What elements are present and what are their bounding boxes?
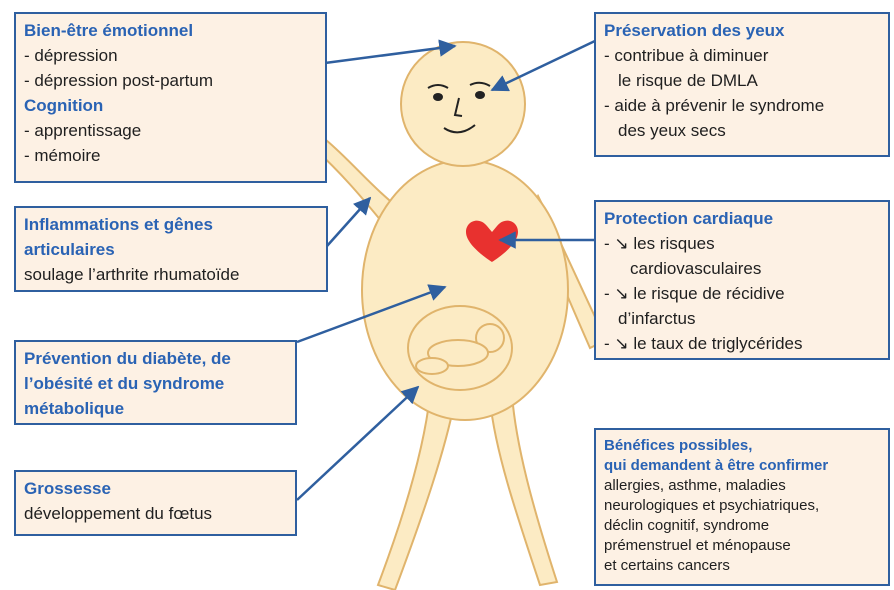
pregnancy-text: développement du fœtus [24,504,213,523]
diabetes-title: métabolique [24,399,125,418]
arrow-eyes [490,38,598,92]
possible-line: et certains cancers [604,557,730,574]
womb [407,305,513,391]
head [400,41,526,167]
cardiac-line: d’infarctus [618,309,696,328]
diabetes-box: Prévention du diabète, de l’obésité et d… [14,340,297,425]
cardiac-line: - ↘ le taux de triglycérides [604,334,803,353]
right-leg [488,393,559,587]
cardiac-line: - ↘ les risques [604,234,715,253]
eyes-line: le risque de DMLA [618,71,758,90]
eyes-line: - aide à prévenir le syndrome [604,96,825,115]
possible-line: neurologiques et psychiatriques, [604,497,820,514]
cardiac-line: cardiovasculaires [630,259,762,278]
arrow-pregnancy [296,385,420,501]
inflammation-box: Inflammations et gênes articulaires soul… [14,206,328,292]
heart-icon [466,220,518,262]
emotional-item: - dépression post-partum [24,71,213,90]
arrow-emotional [324,39,457,65]
possible-line: déclin cognitif, syndrome [604,517,770,534]
connector-arrows [296,38,598,501]
pregnancy-title: Grossesse [24,479,111,498]
eyes-box: Préservation des yeux - contribue à dimi… [594,12,890,157]
eyes-line: - contribue à diminuer [604,46,769,65]
cognition-item: - apprentissage [24,121,142,140]
eyes-line: des yeux secs [618,121,726,140]
diabetes-title: Prévention du diabète, de [24,349,231,368]
diabetes-title: l’obésité et du syndrome [24,374,225,393]
pregnancy-box: Grossesse développement du fœtus [14,470,297,536]
cognition-item: - mémoire [24,146,101,165]
cardiac-line: - ↘ le risque de récidive [604,284,785,303]
possible-title: Bénéfices possibles, [604,437,753,454]
emotional-cognition-box: Bien-être émotionnel - dépression - dépr… [14,12,327,183]
left-leg [376,393,457,590]
inflammation-text: soulage l’arthrite rhumatoïde [24,265,240,284]
possible-benefits-box: Bénéfices possibles, qui demandent à êtr… [594,428,890,586]
eyes-title: Préservation des yeux [604,21,785,40]
cardiac-title: Protection cardiaque [604,209,774,228]
cardiac-box: Protection cardiaque - ↘ les risques car… [594,200,890,360]
possible-line: allergies, asthme, maladies [604,477,786,494]
emotional-title: Bien-être émotionnel [24,21,194,40]
arrow-inflammation [326,196,372,247]
inflammation-title: articulaires [24,240,115,259]
possible-line: prémenstruel et ménopause [604,537,791,554]
face [427,81,491,134]
inflammation-title: Inflammations et gênes [24,215,213,234]
cognition-title: Cognition [24,96,104,115]
possible-title: qui demandent à être confirmer [604,457,829,474]
emotional-item: - dépression [24,46,118,65]
arrow-diabetes [296,284,447,344]
